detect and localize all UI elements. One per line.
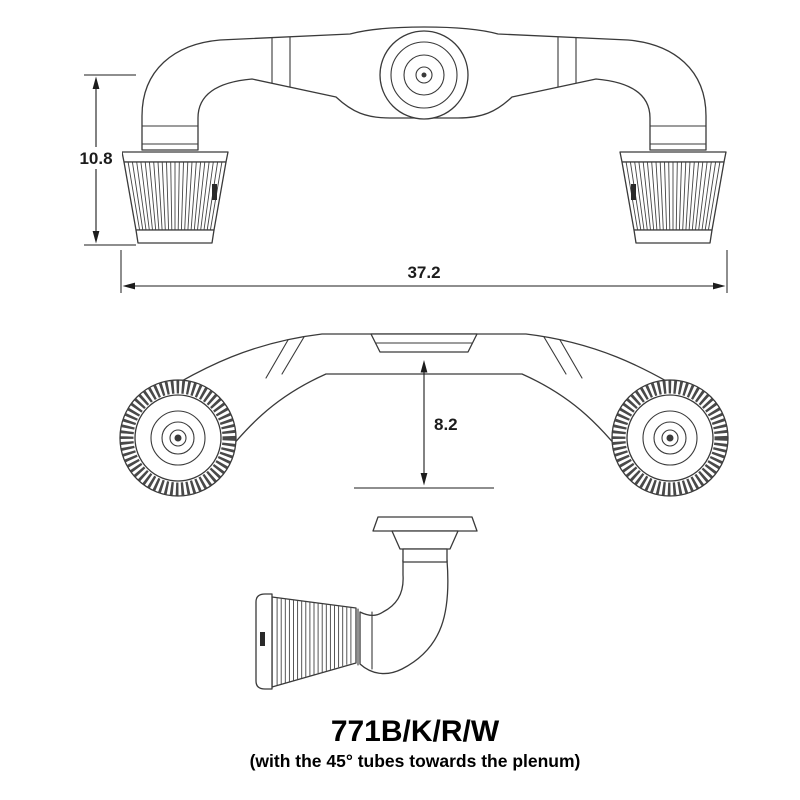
hub-center-dot xyxy=(421,72,427,78)
top-left-filter-ring-3 xyxy=(161,421,195,455)
top-right-filter-center-dot xyxy=(666,434,674,442)
top-left-clamp-lines xyxy=(265,336,305,379)
front-left-coupler-bands xyxy=(141,125,199,145)
height-label-bg xyxy=(70,147,122,169)
front-center-hub xyxy=(379,30,469,120)
front-left-filter-logo xyxy=(212,184,217,200)
front-left-filter-pleats xyxy=(127,161,223,231)
dimension-width: 37.2 xyxy=(120,250,728,293)
side-flange-plate xyxy=(372,516,478,532)
hub-ring-3 xyxy=(403,54,445,96)
top-left-filter-ring-4 xyxy=(169,429,187,447)
hub-ring-2 xyxy=(390,41,458,109)
top-right-filter-ring-4 xyxy=(661,429,679,447)
front-right-filter-logo xyxy=(631,184,636,200)
side-filter-logo xyxy=(260,632,265,646)
width-dim-label: 37.2 xyxy=(407,263,440,282)
front-right-coupler-bands xyxy=(649,125,707,145)
dimension-depth: 8.2 xyxy=(354,360,494,489)
hub-ring-4 xyxy=(415,66,433,84)
top-left-filter-pleat-ring xyxy=(120,380,236,496)
part-subtitle: (with the 45° tubes towards the plenum) xyxy=(250,751,581,771)
top-left-filter xyxy=(119,379,237,497)
width-arrow-left xyxy=(122,282,135,290)
footer: 771B/K/R/W (with the 45° tubes towards t… xyxy=(250,715,581,771)
top-left-filter-ring-2 xyxy=(150,410,206,466)
front-view xyxy=(121,26,727,244)
top-view xyxy=(119,333,729,497)
front-left-clamp-lines xyxy=(271,36,291,88)
side-filter xyxy=(255,593,357,690)
height-arrow-down xyxy=(92,231,100,244)
top-right-clamp-lines xyxy=(543,336,583,379)
side-elbow-tube xyxy=(359,559,449,675)
front-left-filter-cap xyxy=(121,151,229,163)
dimension-height: 10.8 xyxy=(70,74,136,246)
height-arrow-up xyxy=(92,76,100,89)
front-right-filter xyxy=(619,151,727,244)
side-filter-pleats xyxy=(276,598,352,686)
depth-arrow-up xyxy=(420,360,428,373)
front-right-filter-cap xyxy=(619,151,727,163)
side-coupler-bands xyxy=(357,608,373,670)
top-left-filter-center-dot xyxy=(174,434,182,442)
top-right-filter-ring-2 xyxy=(642,410,698,466)
side-flange-adapter xyxy=(391,530,459,550)
height-dim-label: 10.8 xyxy=(79,149,112,168)
top-right-filter-pleat-ring xyxy=(612,380,728,496)
top-right-filter xyxy=(611,379,729,497)
front-right-filter-base xyxy=(633,229,713,244)
front-left-filter xyxy=(121,151,229,244)
top-right-filter-ring-3 xyxy=(653,421,687,455)
side-flange-neck xyxy=(402,548,448,563)
depth-dim-label: 8.2 xyxy=(434,415,458,434)
side-view xyxy=(255,516,478,690)
part-number-title: 771B/K/R/W xyxy=(331,715,500,748)
width-arrow-right xyxy=(713,282,726,290)
front-right-clamp-lines xyxy=(557,36,577,88)
front-left-filter-base xyxy=(135,229,215,244)
depth-arrow-down xyxy=(420,473,428,486)
